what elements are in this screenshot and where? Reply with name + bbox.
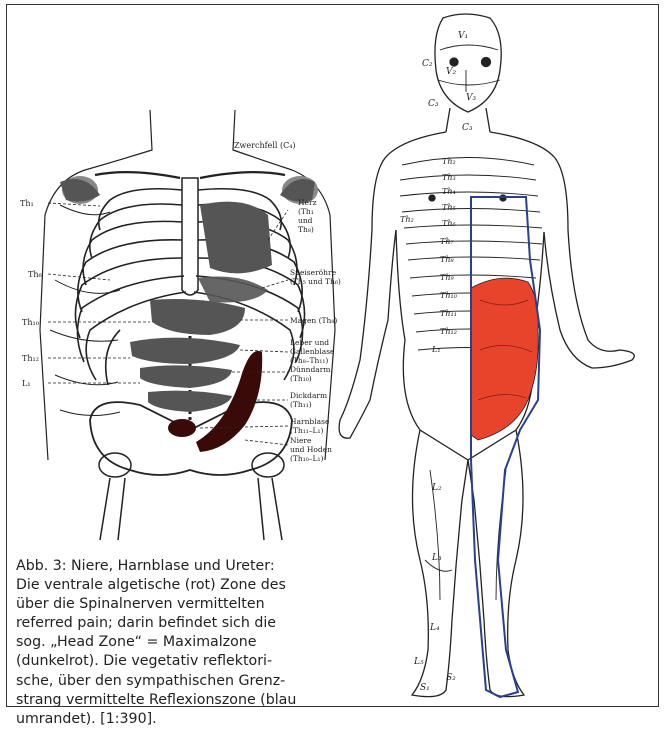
svg-text:Th₇: Th₇ [440,237,454,246]
label-th1: Th₁ [20,199,34,208]
label-duenndarm: Dünndarm (Th₁₀) [290,365,330,383]
eye-left [450,58,458,66]
svg-text:Th₉: Th₉ [440,273,454,282]
label-speiseroehre: Speiseröhre (Th₅ und Th₆) [290,268,341,286]
svg-text:(Th₁₁): (Th₁₁) [290,400,312,409]
label-niere: Niere und Hoden (Th₁₀–L₁) [290,436,332,463]
caption-line: sog. „Head Zone“ = Maximalzone [16,633,356,652]
svg-text:(Th₁₀): (Th₁₀) [290,374,312,383]
svg-text:Harnblase: Harnblase [290,417,330,426]
label-th12: Th₁₂ [22,354,39,363]
svg-text:L₄: L₄ [429,623,440,633]
svg-text:(Th₈–Th₁₁): (Th₈–Th₁₁) [290,356,328,365]
svg-text:V₂: V₂ [446,67,456,77]
stomach-zone [150,299,245,335]
svg-text:V₁: V₁ [458,31,468,41]
svg-text:L₅: L₅ [413,657,424,667]
svg-text:Th₆: Th₆ [442,219,456,228]
heart-zone [200,202,272,274]
svg-text:C₃: C₃ [462,123,473,133]
svg-text:Th₁₀: Th₁₀ [440,291,458,300]
svg-text:L₃: L₃ [431,553,442,563]
svg-text:Th₃: Th₃ [442,173,456,182]
svg-text:Th₈: Th₈ [440,255,454,264]
svg-text:Th₅: Th₅ [442,203,456,212]
label-th6: Th₆ [28,270,42,279]
caption-line: strang vermittelte Reflexionszone (blau [16,691,356,710]
svg-text:und Hoden: und Hoden [290,445,332,454]
label-dickdarm: Dickdarm (Th₁₁) [290,391,327,409]
svg-text:Th₄: Th₄ [442,187,456,196]
svg-text:Dünndarm: Dünndarm [290,365,330,374]
svg-text:S₁: S₁ [420,683,430,693]
reflex-zone-blue-outline [471,197,540,697]
liver-zone [130,338,240,364]
label-l1: L₁ [22,379,31,388]
eye-right [482,58,491,67]
svg-text:und: und [298,216,313,225]
svg-text:Th₂: Th₂ [442,157,456,166]
caption-line: (dunkelrot). Die vegetativ reflektori- [16,652,356,671]
svg-text:V₃: V₃ [466,93,476,103]
svg-text:Th₁₂: Th₁₂ [440,327,457,336]
right-figure-labels: V₁ V₂ V₃ C₂ C₃ C₃ Th₂ Th₃ Th₄ Th₅ Th₆ Th… [400,31,476,693]
femur-right [258,478,282,540]
label-magen: Magen (Th₈) [290,316,337,325]
svg-text:Gallenblase: Gallenblase [290,347,335,356]
svg-text:Speiseröhre: Speiseröhre [290,268,337,277]
large-intestine-zone [148,391,232,412]
esophagus-zone [198,277,268,303]
figure-caption: Abb. 3: Niere, Harnblase und Ureter: Die… [16,557,356,729]
svg-text:L₂: L₂ [431,483,442,493]
clavicle-left [95,172,180,178]
svg-text:(Th₁₀–L₁): (Th₁₀–L₁) [290,454,324,463]
svg-text:Leber und: Leber und [290,338,329,347]
caption-line: Die ventrale algetische (rot) Zone des [16,576,356,595]
svg-text:Niere: Niere [290,436,312,445]
caption-line: sche, über den sympathischen Grenz- [16,672,356,691]
small-intestine-zone [140,365,232,388]
svg-text:S₂: S₂ [446,673,456,683]
svg-text:(Th₁₁–L₁): (Th₁₁–L₁) [290,426,324,435]
svg-text:L₁: L₁ [431,345,441,354]
label-zwerchfell: Zwerchfell (C₄) [234,141,296,150]
sternum [182,178,198,295]
svg-text:Th₂: Th₂ [400,215,414,224]
arm-left [339,132,446,438]
caption-line: referred pain; darin befindet sich die [16,614,356,633]
svg-text:C₂: C₂ [422,59,433,69]
label-th10: Th₁₀ [22,318,39,327]
svg-text:Dickdarm: Dickdarm [290,391,327,400]
leg-right [468,430,524,697]
svg-text:(Th₁: (Th₁ [298,207,314,216]
label-leber: Leber und Gallenblase (Th₈–Th₁₁) [290,338,335,365]
nerve-lines [50,205,120,416]
caption-line: über die Spinalnerven vermittelten [16,595,356,614]
femur-left [100,478,125,540]
svg-text:Th₁₁: Th₁₁ [440,309,457,318]
caption-line: Abb. 3: Niere, Harnblase und Ureter: [16,557,356,576]
svg-text:C₃: C₃ [428,99,439,109]
svg-text:Th₈): Th₈) [298,225,314,234]
label-herz: Herz (Th₁ und Th₈) [298,198,317,234]
hip-joint-right [252,453,284,477]
svg-text:Herz: Herz [298,198,317,207]
clavicle-right [200,172,285,178]
svg-text:(Th₅ und Th₆): (Th₅ und Th₆) [290,277,341,286]
label-harnblase: Harnblase (Th₁₁–L₁) [290,417,330,435]
bladder-head-zone [168,419,196,437]
